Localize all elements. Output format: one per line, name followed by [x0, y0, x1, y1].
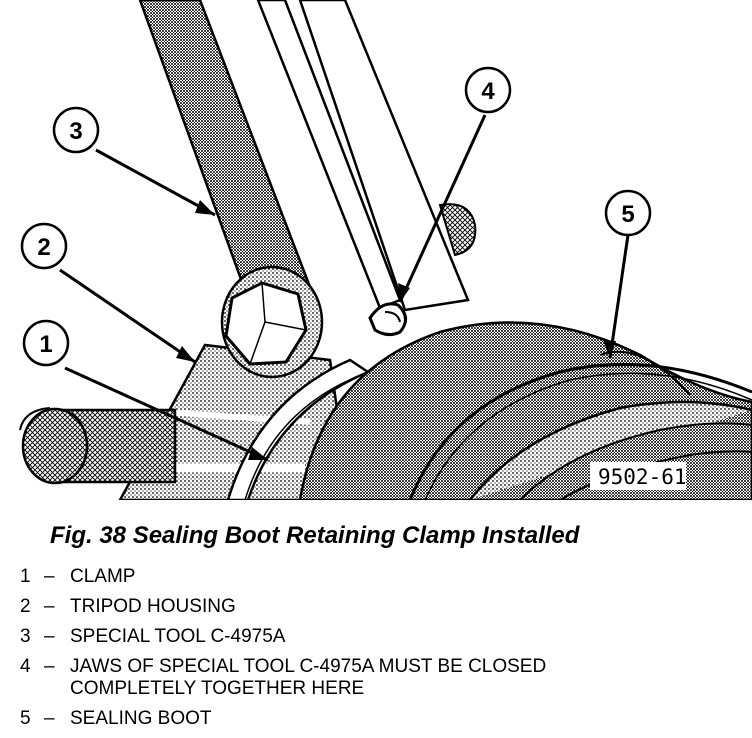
legend-number: 1 — [20, 566, 31, 587]
clamp-illustration: 3 2 1 4 5 9502-61 — [19, 0, 752, 500]
legend-dash: – — [44, 626, 55, 647]
legend-item: 1 – CLAMP — [20, 566, 740, 588]
sealing-boot — [298, 321, 752, 500]
callout-5-label: 5 — [621, 201, 634, 228]
hex-bolt — [220, 265, 324, 379]
callout-1: 1 — [22, 319, 70, 367]
callout-3-label: 3 — [69, 118, 82, 145]
leader-arrowheads — [176, 200, 616, 460]
legend-number: 5 — [20, 708, 31, 729]
legend-text: JAWS OF SPECIAL TOOL C-4975A MUST BE CLO… — [70, 656, 547, 699]
legend-dash: – — [44, 596, 55, 617]
legend-item: 4 – JAWS OF SPECIAL TOOL C-4975A MUST BE… — [20, 656, 740, 700]
legend-item: 2 – TRIPOD HOUSING — [20, 596, 740, 618]
callout-5: 5 — [604, 189, 652, 237]
callout-2: 2 — [20, 222, 68, 270]
callout-3: 3 — [52, 106, 100, 154]
legend-text: SPECIAL TOOL C-4975A — [70, 626, 286, 647]
legend-text: SEALING BOOT — [70, 708, 212, 729]
clamp-ring — [226, 358, 371, 500]
callout-4: 4 — [464, 66, 512, 114]
legend-item: 3 – SPECIAL TOOL C-4975A — [20, 626, 740, 648]
legend-number: 3 — [20, 626, 31, 647]
callout-2-label: 2 — [37, 234, 50, 261]
legend-dash: – — [44, 566, 55, 587]
special-tool — [138, 0, 477, 320]
legend-item: 5 – SEALING BOOT — [20, 708, 740, 730]
leader-lines — [59, 114, 630, 462]
figure-caption: Fig. 38 Sealing Boot Retaining Clamp Ins… — [50, 522, 580, 549]
legend-number: 4 — [20, 656, 31, 677]
shaft-stub — [19, 407, 177, 485]
legend-number: 2 — [20, 596, 31, 617]
legend: 1 – CLAMP 2 – TRIPOD HOUSING 3 – SPECIAL… — [20, 566, 740, 738]
callout-1-label: 1 — [39, 331, 52, 358]
legend-text: TRIPOD HOUSING — [70, 596, 236, 617]
legend-dash: – — [44, 656, 55, 677]
figure-code: 9502-61 — [598, 465, 687, 489]
tool-jaws — [368, 302, 407, 337]
legend-text: CLAMP — [70, 566, 136, 587]
callout-4-label: 4 — [481, 78, 495, 105]
legend-dash: – — [44, 708, 55, 729]
